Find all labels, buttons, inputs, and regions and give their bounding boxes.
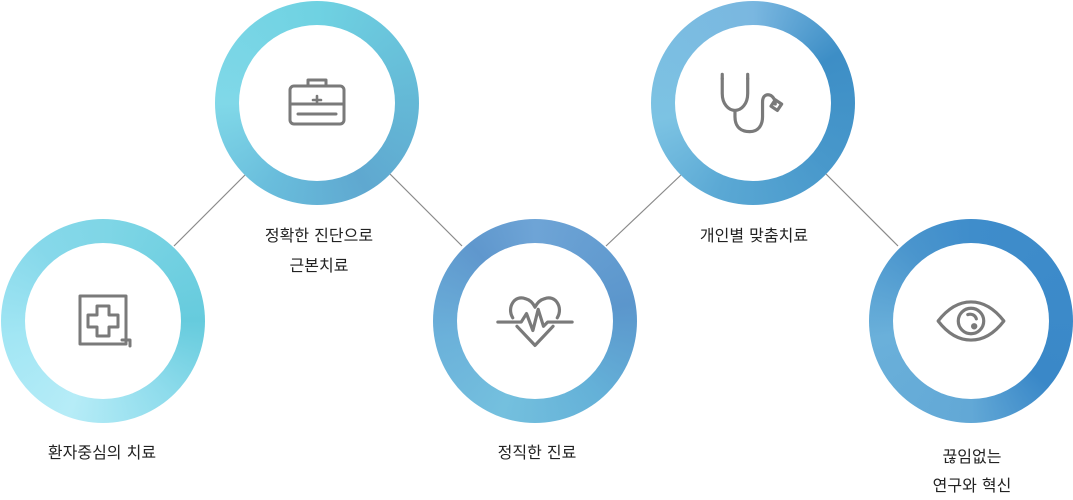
step-circle-inner <box>25 243 181 399</box>
step-label-line: 연구와 혁신 <box>932 476 1012 495</box>
step-label-personalized-treatment: 개인별 맞춤치료 <box>652 221 856 251</box>
medical-kit-icon <box>288 78 346 126</box>
step-circle-inner <box>239 25 395 181</box>
step-label-line: 끊임없는 <box>942 447 1002 466</box>
step-label-line: 환자중심의 치료 <box>47 443 157 462</box>
connector-line <box>389 173 463 247</box>
step-label-line: 정직한 진료 <box>497 443 577 462</box>
step-label-accurate-diagnosis: 정확한 진단으로 근본치료 <box>217 221 421 281</box>
step-circle-personalized-treatment <box>651 1 855 205</box>
step-circle-inner <box>893 243 1049 399</box>
step-label-honest-treatment: 정직한 진료 <box>435 438 639 468</box>
connector-line <box>605 173 683 247</box>
step-circle-patient-centered <box>1 219 205 423</box>
step-circle-research-innovation <box>869 219 1073 423</box>
connector-line <box>825 173 899 247</box>
step-circle-inner <box>457 243 613 399</box>
step-label-patient-centered: 환자중심의 치료 <box>0 438 204 468</box>
medical-cross-icon <box>78 294 132 348</box>
step-circle-inner <box>675 25 831 181</box>
step-circle-honest-treatment <box>433 219 637 423</box>
stethoscope-icon <box>720 72 784 134</box>
step-label-line: 근본치료 <box>289 256 349 275</box>
step-label-line: 정확한 진단으로 <box>264 226 374 245</box>
step-label-line: 개인별 맞춤치료 <box>699 226 809 245</box>
eye-icon <box>936 300 1006 342</box>
step-circle-accurate-diagnosis <box>215 1 419 205</box>
step-label-research-innovation: 끊임없는 연구와 혁신 <box>870 442 1073 500</box>
heartbeat-icon <box>496 296 574 347</box>
connector-line <box>173 173 247 247</box>
